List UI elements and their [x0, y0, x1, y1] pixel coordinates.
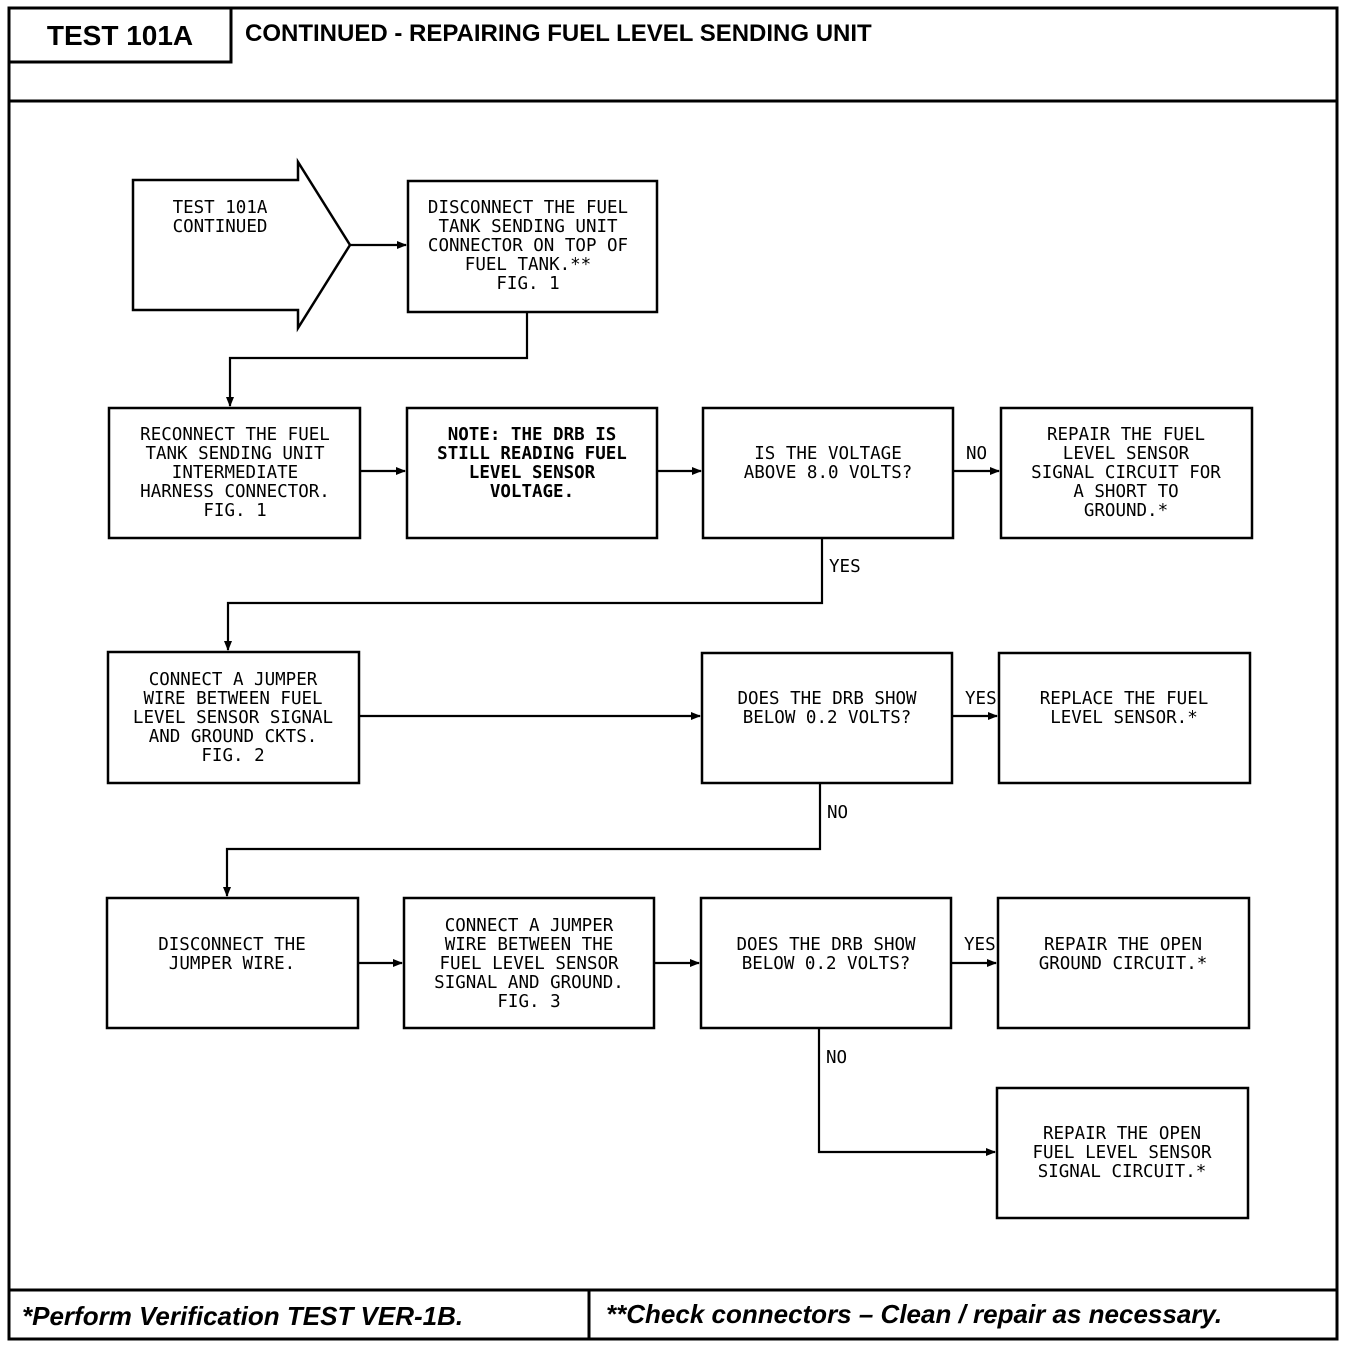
- box-text-line: VOLTAGE.: [490, 482, 574, 502]
- box-text-line: REPAIR THE OPEN: [1044, 935, 1202, 955]
- box-text-line: LEVEL SENSOR: [1063, 444, 1190, 464]
- box-text-line: WIRE BETWEEN FUEL: [143, 689, 322, 709]
- connector-question-yes-to-jumper: [224, 538, 824, 651]
- box-text-line: ABOVE 8.0 VOLTS?: [744, 463, 913, 483]
- outer-frame: [7, 6, 1339, 1341]
- replace-sensor-box: [997, 651, 1252, 785]
- box-text-line: FUEL LEVEL SENSOR: [439, 954, 619, 974]
- box-text-line: IS THE VOLTAGE: [754, 444, 902, 464]
- drb-question-1-box: [700, 651, 954, 785]
- box-text-line: WIRE BETWEEN THE: [445, 935, 614, 955]
- box-text-line: HARNESS CONNECTOR.: [140, 482, 330, 502]
- note-box: [405, 406, 659, 540]
- connector-disconnect-to-reconnect: [226, 312, 529, 407]
- box-text-line: BELOW 0.2 VOLTS?: [743, 708, 912, 728]
- box-text-line: DISCONNECT THE: [158, 935, 306, 955]
- box-text-line: REPLACE THE FUEL: [1040, 689, 1209, 709]
- disconnect-tank-connector-box: [406, 179, 659, 314]
- box-text-line: CONNECTOR ON TOP OF: [428, 236, 628, 256]
- box-text-line: LEVEL SENSOR SIGNAL: [133, 708, 333, 728]
- box-text-line: STILL READING FUEL: [437, 444, 627, 464]
- connector-drb-1-no-to-disconnect-jumper: [223, 783, 822, 897]
- box-text-line: FUEL TANK.**: [465, 255, 591, 275]
- repair-signal-box: [995, 1086, 1250, 1220]
- box-text-line: FIG. 1: [496, 274, 559, 294]
- label-no-drb-2: NO: [826, 1048, 847, 1068]
- repair-ground-box: [996, 896, 1251, 1030]
- connect-jumper-box: [106, 650, 361, 785]
- box-text-line: AND GROUND CKTS.: [149, 727, 318, 747]
- box-text-line: DOES THE DRB SHOW: [737, 689, 917, 709]
- box-text-line: BELOW 0.2 VOLTS?: [742, 954, 911, 974]
- box-text-line: REPAIR THE FUEL: [1047, 425, 1205, 445]
- label-yes-voltage: YES: [829, 557, 861, 577]
- box-text-line: CONNECT A JUMPER: [149, 670, 318, 690]
- box-text-line: LEVEL SENSOR: [469, 463, 596, 483]
- repair-short-box: [999, 406, 1254, 540]
- box-text-line: INTERMEDIATE: [172, 463, 298, 483]
- box-text-line: FIG. 2: [201, 746, 264, 766]
- box-text-line: GROUND CIRCUIT.*: [1039, 954, 1208, 974]
- label-yes-drb-1: YES: [965, 689, 997, 709]
- box-text-line: DOES THE DRB SHOW: [736, 935, 916, 955]
- footer-note-verification: *Perform Verification TEST VER-1B.: [22, 1301, 463, 1331]
- box-text-line: SIGNAL AND GROUND.: [434, 973, 624, 993]
- box-text-line: DISCONNECT THE FUEL: [428, 198, 628, 218]
- footer-note-connectors: **Check connectors – Clean / repair as n…: [606, 1299, 1222, 1329]
- box-text-line: TANK SENDING UNIT: [145, 444, 325, 464]
- box-text-line: GROUND.*: [1084, 501, 1168, 521]
- voltage-question-box: [701, 406, 955, 540]
- label-yes-drb-2: YES: [964, 935, 996, 955]
- start-arrow-shape: [131, 157, 352, 333]
- box-text-line: RECONNECT THE FUEL: [140, 425, 330, 445]
- test-id: TEST 101A: [47, 20, 193, 51]
- box-text-line: SIGNAL CIRCUIT FOR: [1031, 463, 1221, 483]
- box-text-line: TEST 101A: [173, 198, 268, 218]
- test-id-box: [9, 8, 233, 64]
- page-title: CONTINUED - REPAIRING FUEL LEVEL SENDING…: [245, 20, 872, 47]
- box-text-line: SIGNAL CIRCUIT.*: [1038, 1162, 1207, 1182]
- box-text-line: LEVEL SENSOR.*: [1050, 708, 1198, 728]
- label-no-drb-1: NO: [827, 803, 848, 823]
- connect-jumper-2-box: [402, 896, 656, 1030]
- box-text-line: FUEL LEVEL SENSOR: [1032, 1143, 1212, 1163]
- box-text-line: FIG. 3: [497, 992, 560, 1012]
- box-text-line: REPAIR THE OPEN: [1043, 1124, 1201, 1144]
- box-text-line: FIG. 1: [203, 501, 266, 521]
- reconnect-box: [107, 406, 362, 540]
- box-text-line: JUMPER WIRE.: [169, 954, 295, 974]
- connector-drb-2-no-to-repair-signal: [817, 1028, 996, 1156]
- box-text-line: A SHORT TO: [1073, 482, 1178, 502]
- box-text-line: NOTE: THE DRB IS: [448, 425, 617, 445]
- box-text-line: TANK SENDING UNIT: [438, 217, 618, 237]
- label-no-voltage: NO: [966, 444, 987, 464]
- box-text-line: CONNECT A JUMPER: [445, 916, 614, 936]
- box-text-line: CONTINUED: [173, 217, 268, 237]
